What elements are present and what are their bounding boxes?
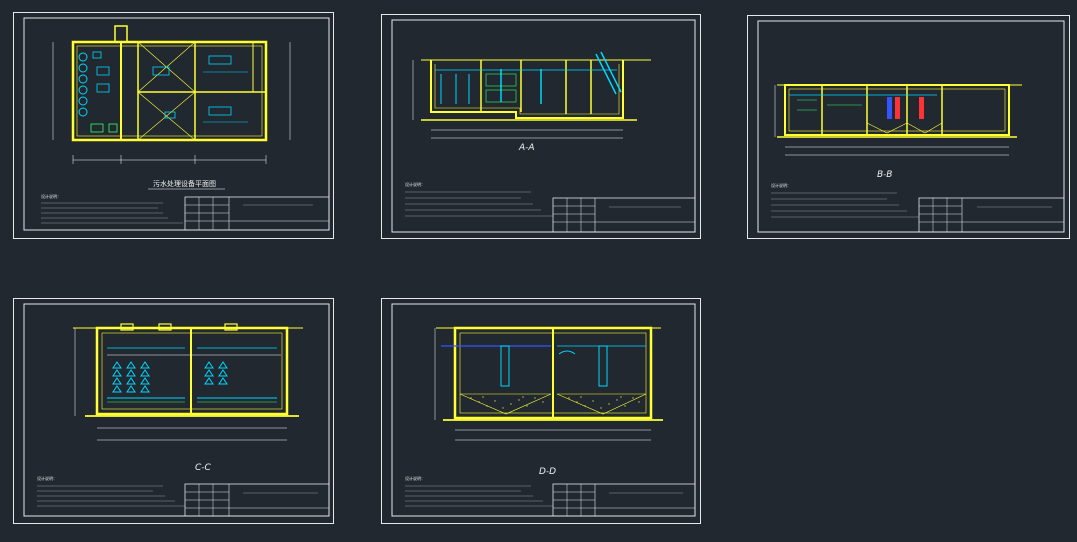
section-c-label: C-C: [195, 463, 212, 473]
svg-text:设计说明：: 设计说明：: [37, 475, 57, 481]
section-a-label: A-A: [518, 143, 535, 153]
section-b-drawing: B-B 设计说明：: [747, 15, 1070, 239]
drawing-sheet-section-d[interactable]: D-D 设计说明：: [381, 298, 701, 524]
svg-text:设计说明：: 设计说明：: [771, 182, 791, 188]
svg-text:设计说明：: 设计说明：: [41, 193, 61, 199]
section-d-drawing: D-D 设计说明：: [381, 298, 701, 524]
section-a-drawing: A-A 设计说明：: [381, 14, 701, 239]
drawing-sheet-section-c[interactable]: C-C 设计说明：: [13, 298, 334, 524]
plan-caption: 污水处理设备平面图: [153, 179, 216, 188]
section-b-label: B-B: [877, 170, 892, 180]
drawing-sheet-plan[interactable]: 污水处理设备平面图 设计说明：: [13, 12, 334, 239]
drawing-sheet-section-a[interactable]: A-A 设计说明：: [381, 14, 701, 239]
svg-text:设计说明：: 设计说明：: [405, 475, 425, 481]
section-c-drawing: C-C 设计说明：: [13, 298, 334, 524]
section-d-label: D-D: [539, 467, 556, 477]
svg-text:设计说明：: 设计说明：: [405, 181, 425, 187]
drawing-sheet-section-b[interactable]: B-B 设计说明：: [747, 15, 1070, 239]
plan-drawing: 污水处理设备平面图 设计说明：: [13, 12, 334, 239]
